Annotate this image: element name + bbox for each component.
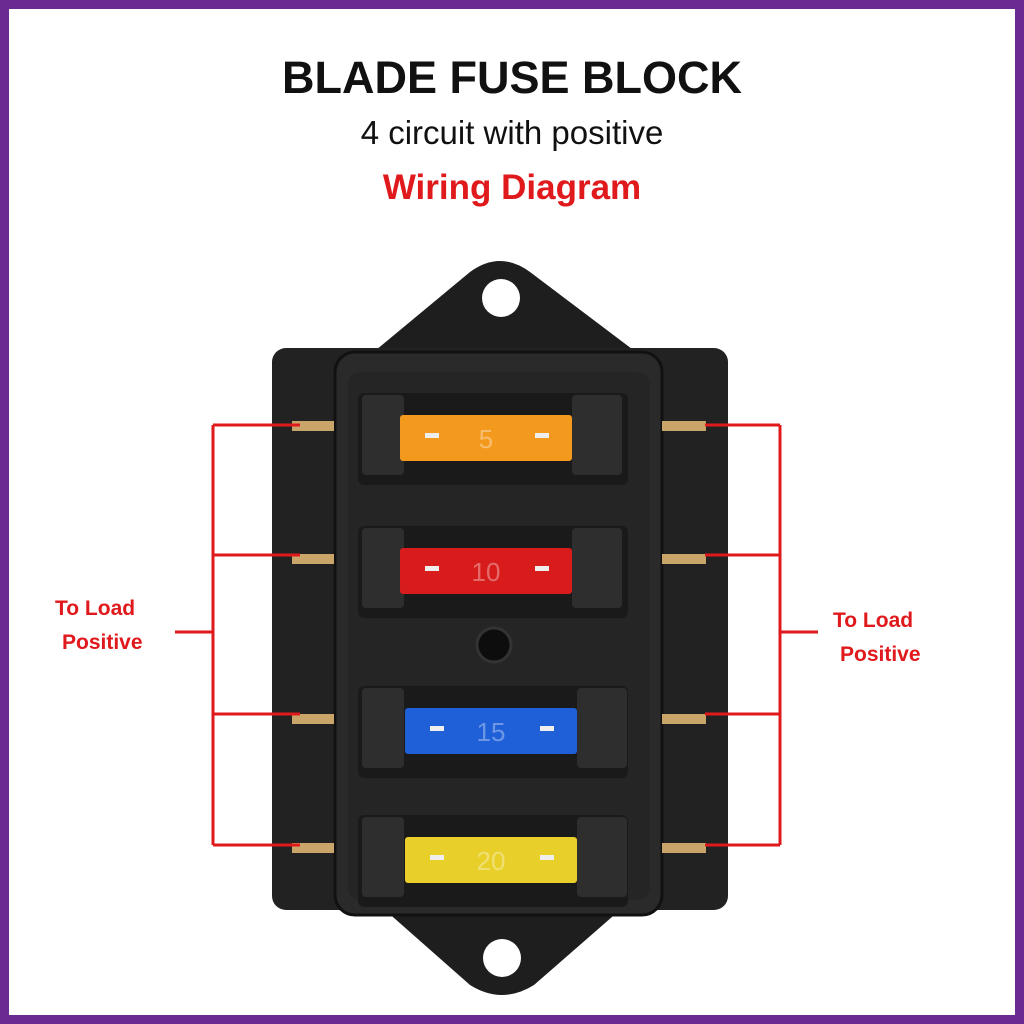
- fuse-contact: [425, 433, 439, 438]
- left-wire-bus: [175, 423, 300, 847]
- holder-clip-left: [362, 817, 404, 897]
- terminal-right: [662, 714, 706, 724]
- fuse-slot: 5: [292, 393, 706, 485]
- left-label-line2: Positive: [62, 631, 143, 654]
- holder-clip-left: [362, 688, 404, 768]
- fuse-contact: [535, 433, 549, 438]
- terminal-right: [662, 421, 706, 431]
- top-mounting-hole: [482, 279, 520, 317]
- fuse-rating: 15: [477, 717, 506, 747]
- holder-clip-right: [577, 817, 627, 897]
- page-title: BLADE FUSE BLOCK: [282, 52, 742, 103]
- fuse-20a[interactable]: [405, 837, 577, 883]
- center-hole: [475, 626, 513, 664]
- fuse-10a[interactable]: [400, 548, 572, 594]
- fuse-slot: 15: [292, 686, 706, 778]
- fuse-contact: [425, 566, 439, 571]
- bottom-mounting-hole: [483, 939, 521, 977]
- left-label-line1: To Load: [55, 597, 135, 620]
- holder-clip-left: [362, 528, 404, 608]
- right-wire-bus: [705, 423, 818, 847]
- fuse-contact: [535, 566, 549, 571]
- right-label-line1: To Load: [833, 609, 913, 632]
- fuse-15a[interactable]: [405, 708, 577, 754]
- holder-clip-left: [362, 395, 404, 475]
- terminal-left: [292, 421, 334, 431]
- holder-clip-right: [572, 395, 622, 475]
- page-subtitle: 4 circuit with positive: [360, 114, 664, 151]
- fuse-contact: [430, 855, 444, 860]
- fuse-rating: 5: [479, 424, 493, 454]
- fuse-rating: 20: [477, 846, 506, 876]
- fuse-rating: 10: [472, 557, 501, 587]
- holder-clip-right: [572, 528, 622, 608]
- fuse-slot: 20: [292, 815, 706, 907]
- wiring: [175, 423, 818, 847]
- holder-clip-right: [577, 688, 627, 768]
- terminal-right: [662, 843, 706, 853]
- fuse-contact: [540, 855, 554, 860]
- fuse-5a[interactable]: [400, 415, 572, 461]
- fuse-slot: 10: [292, 526, 706, 618]
- terminal-right: [662, 554, 706, 564]
- fuse-contact: [430, 726, 444, 731]
- right-label-line2: Positive: [840, 643, 921, 666]
- fuse-contact: [540, 726, 554, 731]
- diagram-heading: Wiring Diagram: [382, 168, 642, 207]
- terminal-left: [292, 714, 334, 724]
- terminal-left: [292, 554, 334, 564]
- terminal-left: [292, 843, 334, 853]
